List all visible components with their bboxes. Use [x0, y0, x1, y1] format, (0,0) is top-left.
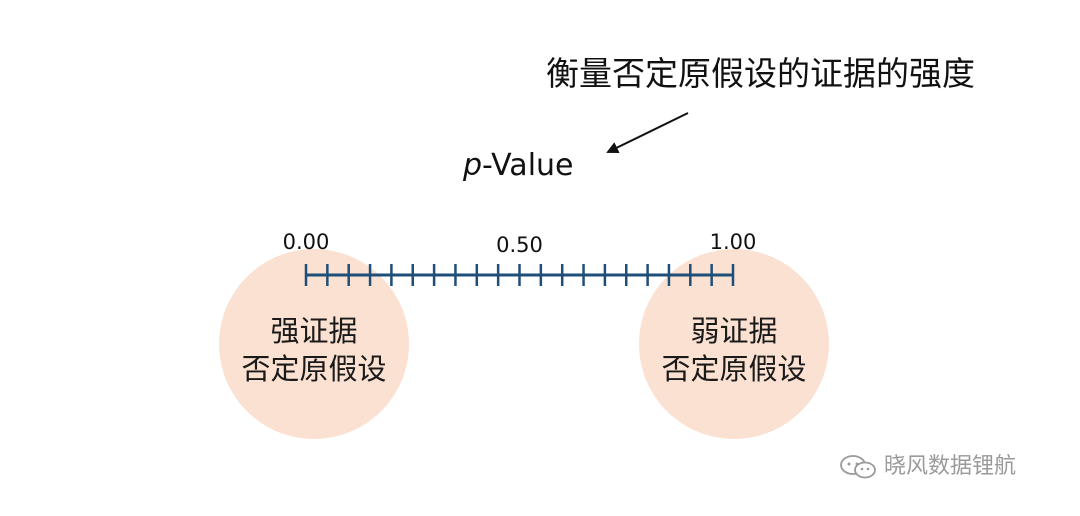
tick-label-0-50: 0.50 — [496, 233, 543, 257]
headline: 衡量否定原假设的证据的强度 — [546, 54, 975, 93]
tick-label-0-00: 0.00 — [282, 230, 330, 254]
wechat-icon — [840, 455, 876, 479]
right-circle-line2: 否定原假设 — [661, 352, 807, 386]
left-circle-line2: 否定原假设 — [241, 352, 387, 386]
p-value-rest: -Value — [482, 148, 574, 183]
left-circle — [219, 249, 409, 439]
watermark-text: 晓风数据锂航 — [884, 454, 1017, 479]
left-circle-line1: 强证据 — [270, 314, 358, 348]
right-circle-line1: 弱证据 — [690, 314, 778, 348]
p-value-label: p-Value — [463, 146, 574, 186]
right-circle-text: 弱证据 否定原假设 — [624, 312, 844, 388]
p-value-italic: p — [463, 148, 483, 183]
tick-label-1-00: 1.00 — [709, 230, 757, 254]
left-circle-text: 强证据 否定原假设 — [204, 312, 424, 388]
watermark: 晓风数据锂航 — [838, 452, 1016, 482]
